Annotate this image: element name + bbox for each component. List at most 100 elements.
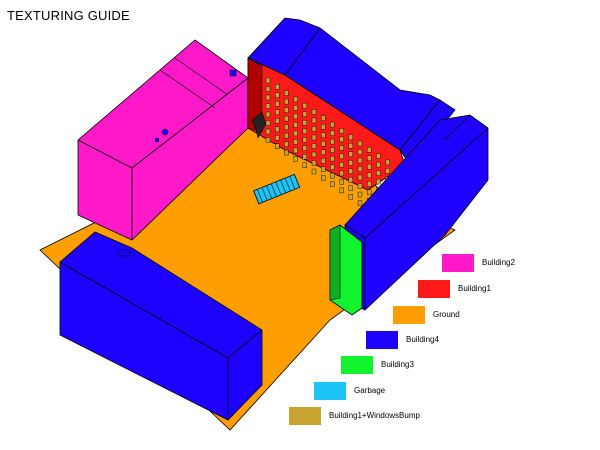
- legend-swatch: [418, 280, 450, 298]
- legend-swatch: [314, 382, 346, 400]
- window: [275, 84, 280, 90]
- window: [311, 168, 317, 175]
- window: [321, 141, 326, 147]
- window: [302, 111, 307, 117]
- window: [311, 126, 317, 132]
- garbage-rib: [270, 183, 277, 197]
- window: [357, 166, 363, 172]
- window: [339, 128, 344, 134]
- page-title: TEXTURING GUIDE: [7, 8, 130, 23]
- legend-swatch: [442, 254, 474, 272]
- garbage-rib: [261, 187, 268, 201]
- window: [385, 168, 390, 174]
- window: [275, 126, 280, 133]
- garbage-ribs: [256, 176, 296, 203]
- building1-block: [247, 57, 406, 225]
- window: [302, 119, 307, 126]
- window: [293, 139, 298, 145]
- window: [284, 141, 289, 147]
- window: [321, 132, 326, 139]
- window: [284, 124, 289, 130]
- window: [348, 142, 353, 149]
- window: [275, 135, 280, 141]
- window: [339, 145, 344, 151]
- window: [385, 159, 390, 166]
- garbage-rib: [289, 176, 296, 190]
- window: [321, 115, 326, 122]
- window: [357, 149, 363, 155]
- window: [275, 109, 280, 116]
- window: [376, 153, 381, 159]
- window: [275, 92, 280, 99]
- building3-block: [329, 224, 363, 316]
- window: [265, 128, 271, 135]
- window: [367, 147, 372, 153]
- window: [367, 172, 372, 179]
- window: [302, 136, 307, 143]
- window: [311, 143, 317, 149]
- window: [293, 96, 298, 103]
- legend-swatch: [366, 331, 398, 349]
- garbage-rib: [280, 179, 287, 194]
- window: [357, 183, 363, 189]
- window: [321, 149, 326, 156]
- window: [330, 172, 335, 179]
- window: [348, 159, 353, 166]
- window: [330, 147, 335, 153]
- window: [302, 128, 307, 134]
- window: [367, 164, 372, 170]
- window: [357, 140, 363, 147]
- window: [339, 187, 344, 194]
- window: [275, 143, 280, 150]
- window: [357, 191, 363, 198]
- window: [321, 166, 326, 173]
- window: [265, 111, 271, 118]
- window: [284, 115, 289, 122]
- window: [293, 147, 298, 154]
- legend-swatch: [289, 407, 321, 425]
- window: [330, 181, 335, 187]
- window: [330, 121, 335, 128]
- legend-label: Building1+WindowsBump: [329, 411, 420, 420]
- window: [330, 138, 335, 145]
- window: [348, 193, 353, 200]
- window: [348, 176, 353, 183]
- window: [339, 162, 344, 168]
- window: [293, 105, 298, 111]
- legend-swatch: [341, 356, 373, 374]
- window: [311, 134, 317, 141]
- window: [330, 164, 335, 170]
- window: [357, 174, 363, 181]
- garbage-rib: [284, 177, 291, 192]
- window: [302, 102, 307, 109]
- window: [284, 90, 289, 96]
- window: [339, 136, 344, 143]
- window: [293, 122, 298, 128]
- window: [311, 109, 317, 115]
- window: [311, 160, 317, 166]
- window: [348, 168, 353, 174]
- window: [330, 155, 335, 162]
- window: [311, 151, 317, 158]
- window: [311, 117, 317, 124]
- window: [265, 86, 271, 92]
- garbage-rib: [256, 189, 263, 203]
- building1-windows: [265, 77, 390, 225]
- window: [339, 179, 344, 185]
- building4-front-block: [59, 231, 263, 421]
- window: [339, 170, 344, 177]
- window: [293, 113, 298, 120]
- window: [284, 98, 289, 105]
- window: [330, 130, 335, 136]
- legend-label: Building4: [406, 335, 439, 344]
- garbage-rib: [275, 181, 282, 195]
- window: [284, 132, 289, 139]
- building2-block: [77, 39, 249, 241]
- legend-label: Garbage: [354, 386, 386, 395]
- window: [376, 178, 381, 185]
- window: [367, 155, 372, 162]
- window: [284, 149, 289, 156]
- window: [348, 134, 353, 140]
- legend-swatch: [393, 306, 425, 324]
